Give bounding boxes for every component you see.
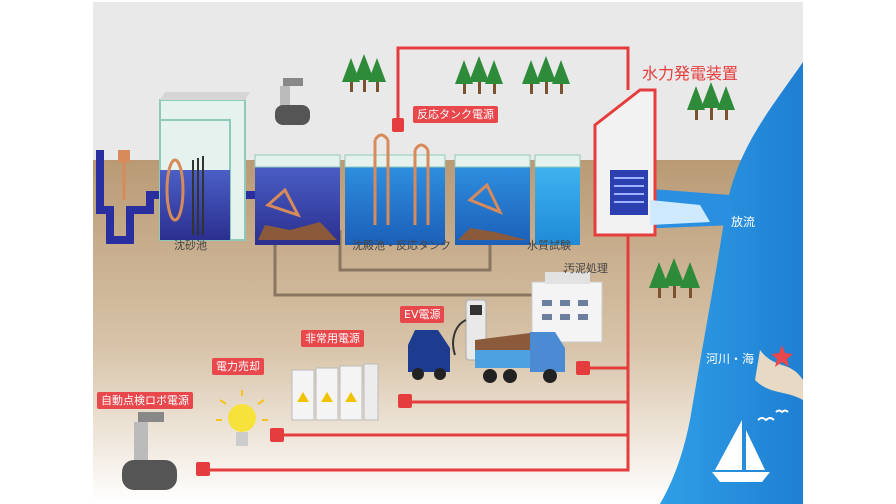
emergency-power-cabinets [291, 363, 379, 421]
ground [93, 160, 803, 502]
tree-group-right [649, 258, 700, 298]
river-sea-label: 河川・海 [706, 352, 755, 366]
plug-icon [576, 361, 590, 375]
birds [757, 409, 789, 422]
power-lines [210, 46, 630, 472]
discharge-label: 放流 [731, 215, 756, 229]
grit-chamber [159, 92, 250, 241]
inspection-robot-bottom [122, 412, 177, 490]
plug-icon [398, 394, 412, 408]
light-bulb [216, 390, 268, 446]
sea-shore [755, 350, 803, 400]
hydro-power-title: 水力発電装置 [642, 64, 739, 83]
robot-power-label: 自動点検ロボ電源 [97, 392, 193, 409]
plug-icon [196, 462, 210, 476]
treatment-tanks [254, 133, 581, 245]
sailboat [712, 420, 770, 482]
ev-station [408, 299, 487, 380]
hydro-power-unit [593, 88, 710, 237]
plug-icon [392, 118, 404, 132]
emergency-power-label: 非常用電源 [301, 330, 364, 347]
sludge-treatment-label: 汚泥処理 [564, 262, 608, 275]
power-sale-label: 電力売却 [212, 358, 264, 375]
inspection-robot-top [275, 78, 310, 125]
water-quality-label: 水質試験 [527, 239, 571, 252]
reactor-power-label: 反応タンク電源 [413, 106, 498, 123]
starfish [771, 345, 793, 367]
sludge-truck [475, 332, 565, 383]
tree-group-top [342, 54, 735, 120]
ev-power-label: EV電源 [400, 306, 445, 323]
grit-chamber-label: 沈砂池 [174, 239, 207, 252]
sludge-building [531, 272, 603, 343]
plug-icon [270, 428, 284, 442]
settling-reactor-label: 沈殿池・反応タンク [352, 239, 451, 252]
plug-icons [196, 118, 590, 476]
river [660, 62, 803, 504]
